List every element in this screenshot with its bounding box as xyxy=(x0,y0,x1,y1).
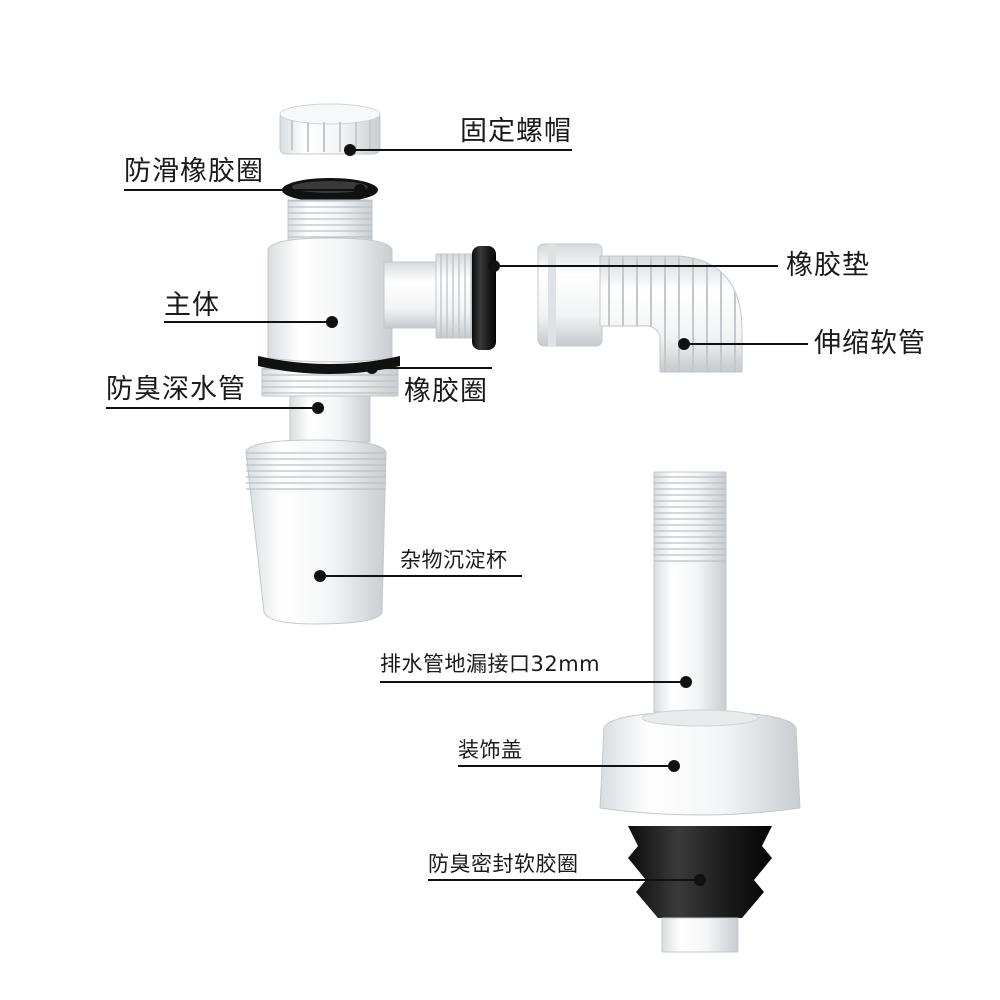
main-body xyxy=(261,199,473,397)
label-rubber-ring: 橡胶圈 xyxy=(404,376,488,407)
lock-nut xyxy=(279,103,381,155)
label-floor-drain-connector: 排水管地漏接口32mm xyxy=(380,652,601,676)
label-deep-water-trap-tube: 防臭深水管 xyxy=(106,374,246,405)
label-debris-cup: 杂物沉淀杯 xyxy=(400,548,508,572)
decorative-cover xyxy=(599,709,801,816)
rubber-gasket xyxy=(472,246,496,350)
label-main-body: 主体 xyxy=(164,290,220,321)
debris-sediment-cup xyxy=(245,439,387,625)
leader-lines xyxy=(106,149,808,881)
label-decorative-cover: 装饰盖 xyxy=(458,738,523,762)
label-lock-nut: 固定螺帽 xyxy=(460,116,572,147)
flexible-hose xyxy=(537,243,743,373)
label-odor-seal-ring: 防臭密封软胶圈 xyxy=(428,852,579,876)
odor-seal-rubber-ring xyxy=(628,826,772,953)
drain-connector-pipe xyxy=(653,471,727,713)
deep-water-trap-tube xyxy=(289,395,371,443)
label-anti-slip-ring: 防滑橡胶圈 xyxy=(124,156,264,187)
body-rubber-ring xyxy=(258,356,400,374)
leader-dots xyxy=(312,144,706,886)
label-flexible-hose: 伸缩软管 xyxy=(814,328,926,359)
label-rubber-gasket: 橡胶垫 xyxy=(786,250,870,281)
